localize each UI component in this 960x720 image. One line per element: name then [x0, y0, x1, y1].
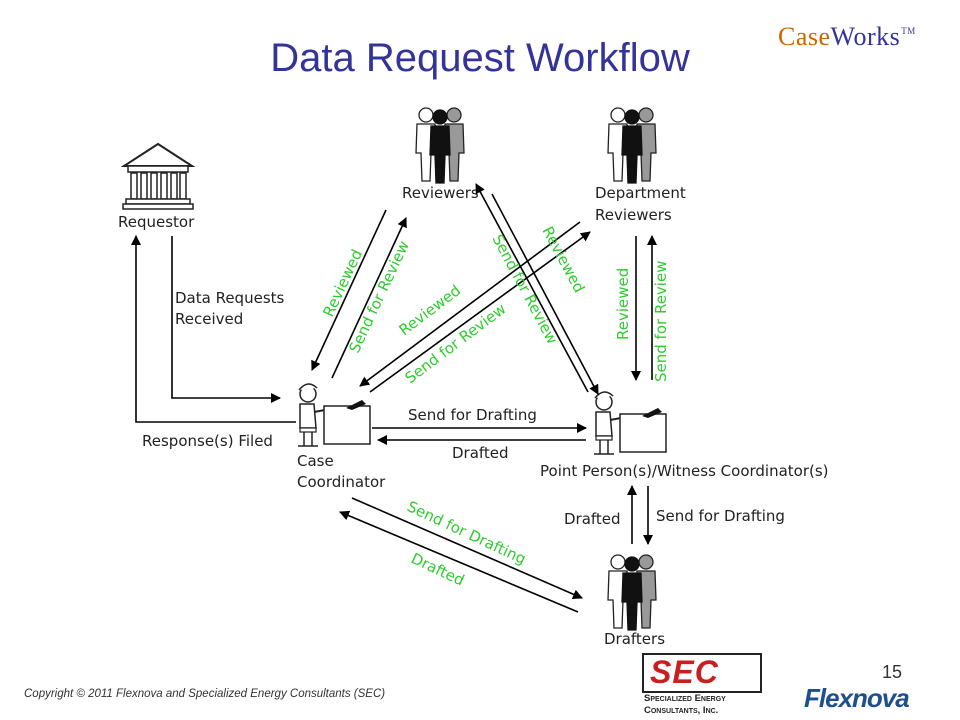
label-response-filed: Response(s) Filed — [142, 432, 273, 450]
point-person-desk-icon — [593, 390, 667, 455]
sec-logo-text: SEC — [650, 654, 719, 690]
node-department-line1: Department — [595, 184, 686, 202]
department-reviewers-group-icon — [608, 108, 656, 183]
slide-title: Data Request Workflow — [270, 36, 690, 80]
node-point-person: Point Person(s)/Witness Coordinator(s) — [540, 462, 829, 480]
arrow-rev-pp-reviewed — [475, 183, 589, 393]
flexnova-logo: Flexnova — [804, 683, 910, 713]
brand-tm: TM — [901, 26, 916, 36]
arrow-cc-rev-reviewed — [311, 209, 387, 371]
sec-logo-box: SEC — [642, 653, 762, 693]
sec-logo: SEC Specialized Energy Consultants, Inc. — [642, 653, 762, 717]
arrow-cc-dr-drafted — [339, 510, 579, 613]
label-dept-pp-send: Send for Review — [652, 261, 670, 382]
connector-lines — [131, 183, 657, 613]
label-data-requests-2: Received — [175, 310, 243, 328]
node-reviewers: Reviewers — [402, 184, 479, 202]
label-data-requests-1: Data Requests — [175, 289, 285, 307]
arrow-rev-pp-send — [491, 193, 599, 395]
caseworks-logo: CaseWorksTM — [778, 22, 916, 52]
label-cc-pp-drafted: Drafted — [452, 444, 509, 462]
brand-case: Case — [778, 22, 831, 51]
sec-logo-line1: Specialized Energy — [644, 693, 726, 704]
node-requestor: Requestor — [118, 213, 195, 231]
copyright-text: Copyright © 2011 Flexnova and Specialize… — [24, 688, 386, 700]
sec-logo-line2: Consultants, Inc. — [644, 705, 719, 716]
case-coordinator-desk-icon — [297, 382, 371, 447]
drafters-group-icon — [608, 555, 656, 630]
label-pp-dr-send: Send for Drafting — [656, 507, 785, 525]
label-cc-pp-send: Send for Drafting — [408, 406, 537, 424]
node-case-line1: Case — [297, 452, 334, 470]
label-pp-dr-drafted: Drafted — [564, 510, 621, 528]
arrow-response-filed — [131, 235, 296, 423]
label-dept-pp-reviewed: Reviewed — [614, 268, 632, 340]
reviewers-group-icon — [416, 108, 464, 183]
brand-works: Works — [830, 22, 901, 51]
arrow-cc-dr-send — [351, 497, 583, 599]
label-cc-dr-drafted: Drafted — [408, 549, 467, 589]
node-drafters: Drafters — [604, 630, 665, 648]
arrow-cc-rev-send — [331, 217, 407, 379]
node-department-line2: Reviewers — [595, 206, 672, 224]
arrow-data-requests — [171, 236, 281, 403]
arrow-cc-dept-send — [369, 231, 591, 393]
arrow-cc-dept-reviewed — [359, 221, 581, 387]
requestor-building-icon — [120, 142, 196, 210]
label-cc-rev-reviewed: Reviewed — [319, 247, 366, 320]
page-number: 15 — [882, 662, 903, 682]
node-case-line2: Coordinator — [297, 473, 386, 491]
